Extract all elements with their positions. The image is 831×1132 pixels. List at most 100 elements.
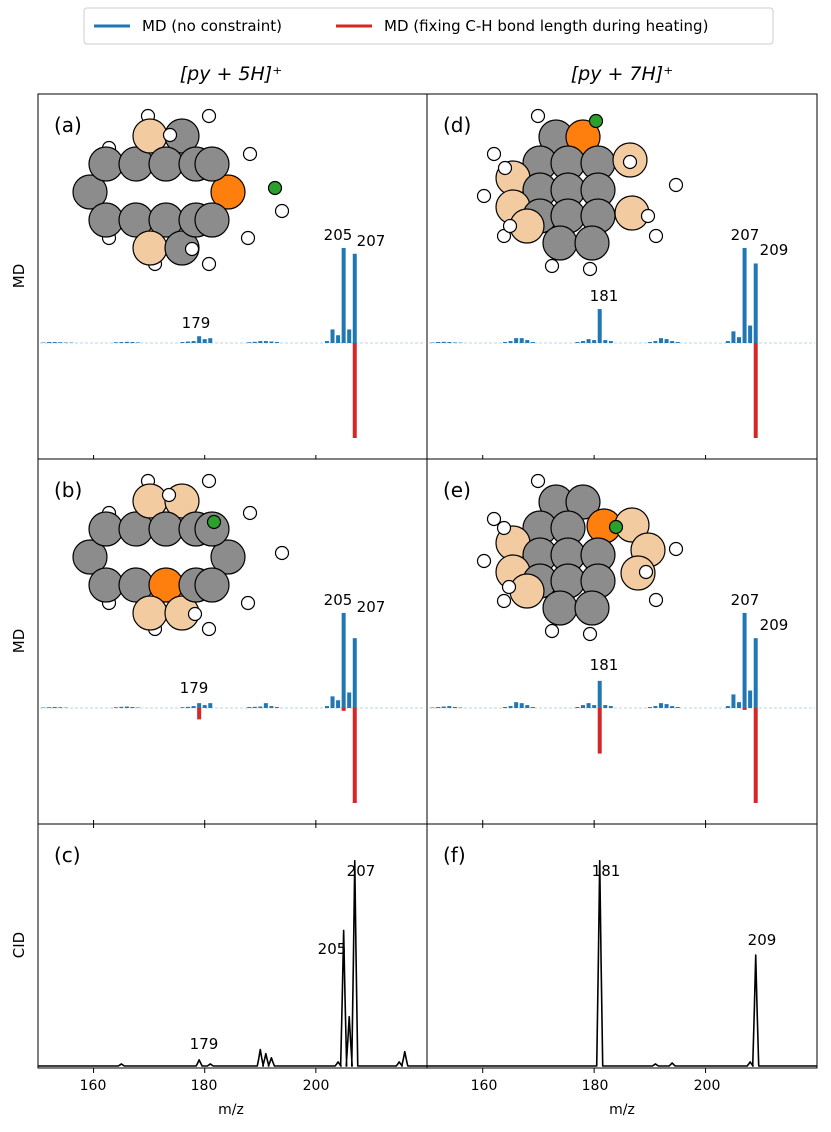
bar-md (258, 706, 263, 708)
bar-md (47, 342, 52, 343)
hydrogen-atom (496, 520, 512, 536)
bar-md (603, 705, 608, 708)
peak-label-207: 207 (731, 226, 760, 244)
x-tick-label-left-180: 180 (191, 1078, 218, 1094)
bar-md (608, 706, 613, 708)
bar-constraint (742, 708, 747, 710)
bar-md (597, 309, 602, 343)
bar-md (725, 706, 730, 708)
hydrogen-atom (187, 606, 203, 622)
hydrogen-atom (274, 203, 290, 219)
panel-frame (426, 823, 818, 1069)
cid-spectrum-line (427, 859, 817, 1067)
bar-md (436, 342, 441, 343)
bar-md (330, 329, 335, 343)
peak-label-181: 181 (590, 287, 619, 305)
x-axis-label-left: m/z (218, 1102, 244, 1118)
peak-label-205: 205 (324, 226, 353, 244)
bar-md (731, 694, 736, 708)
peak-label-209: 209 (748, 931, 777, 949)
bar-constraint (753, 708, 758, 803)
carbon-atom (210, 539, 246, 575)
panel-letter: (f) (443, 843, 466, 867)
hydrogen-atom (162, 127, 178, 143)
x-axis-label-right: m/z (609, 1102, 635, 1118)
bar-md (130, 707, 135, 708)
bar-md (575, 342, 580, 343)
hydrogen-atom (476, 553, 492, 569)
bar-md (324, 341, 329, 343)
bar-md (58, 707, 63, 708)
legend: MD (no constraint) MD (fixing C-H bond l… (83, 7, 774, 45)
peak-label-179: 179 (180, 679, 209, 697)
x-tick-label-right-180: 180 (582, 1078, 609, 1094)
bar-md (208, 338, 213, 343)
hydrogen-atom (201, 473, 217, 489)
bar-md (47, 707, 52, 708)
bar-md (519, 338, 524, 343)
hydrogen-atom (496, 593, 512, 609)
bar-md (124, 341, 129, 343)
bar-md (753, 638, 758, 708)
peak-label-207: 207 (347, 862, 376, 880)
marked-hydrogen-atom (588, 113, 604, 129)
bar-md (586, 339, 591, 343)
carbon-atom (72, 539, 108, 575)
bar-md (269, 706, 274, 708)
bar-md (670, 706, 675, 708)
bar-md (514, 702, 519, 708)
bar-md (675, 342, 680, 343)
x-tick-label-right-160: 160 (471, 1078, 498, 1094)
bar-md (581, 341, 585, 343)
marked-hydrogen-atom (608, 519, 624, 535)
hydrogen-atom (201, 256, 217, 272)
bar-md (113, 707, 118, 708)
bar-md (503, 342, 507, 343)
marked-hydrogen-atom (267, 180, 283, 196)
bar-md (452, 707, 457, 708)
panel-letter: (b) (54, 478, 82, 502)
hydrogen-atom (240, 595, 256, 611)
bar-md (748, 325, 753, 343)
peak-label-205: 205 (324, 591, 353, 609)
panel-frame (37, 823, 428, 1069)
bar-md (208, 703, 213, 708)
bar-md (653, 341, 658, 343)
peak-label-181: 181 (590, 656, 619, 674)
panel-letter: (c) (54, 843, 81, 867)
x-tick-label-left-160: 160 (80, 1078, 107, 1094)
hydrogen-atom (201, 108, 217, 124)
x-tick-label-left-200: 200 (303, 1078, 330, 1094)
carbon-atom (194, 146, 230, 182)
bar-md (592, 340, 597, 343)
carbon-atom (210, 174, 246, 210)
carbon-atom (132, 230, 168, 266)
bar-md (731, 331, 736, 343)
carbon-atom (88, 567, 124, 603)
bar-md (753, 263, 758, 343)
panel-frame (37, 458, 428, 825)
row-label-3: CID (10, 932, 28, 958)
bar-md (508, 706, 513, 708)
bar-md (202, 339, 207, 343)
bar-md (530, 707, 535, 708)
peak-label-209: 209 (760, 241, 789, 259)
hydrogen-atom (486, 511, 502, 527)
cid-spectrum-line (38, 859, 427, 1067)
bar-constraint (341, 708, 346, 711)
bar-md (180, 707, 185, 708)
panel-frame (37, 93, 428, 460)
bar-md (575, 707, 580, 708)
bar-md (119, 342, 124, 343)
molecule-diagram-a (72, 108, 290, 272)
molecule-diagram-e (476, 473, 684, 642)
legend-label-md: MD (no constraint) (142, 17, 282, 35)
bar-md (52, 707, 57, 708)
bar-md (269, 341, 274, 343)
bar-md (352, 253, 357, 343)
carbon-atom (620, 555, 656, 591)
bar-md (113, 342, 118, 343)
